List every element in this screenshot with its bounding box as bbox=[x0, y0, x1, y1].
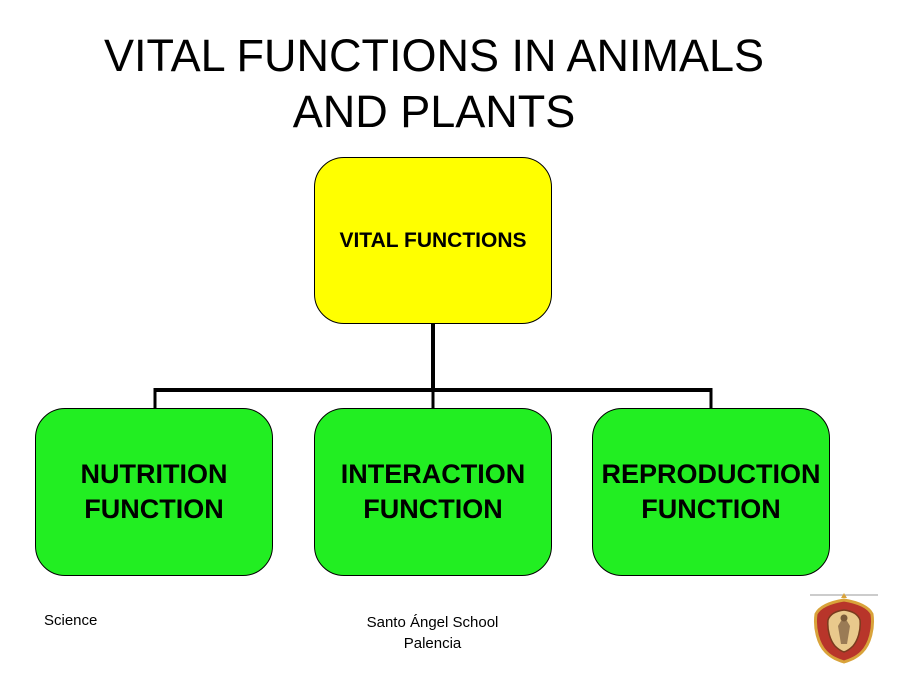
footer-school-name: Santo Ángel School bbox=[366, 614, 499, 631]
footer-subject: Science bbox=[44, 612, 98, 629]
reproduction-label-line-1: REPRODUCTION bbox=[601, 459, 821, 489]
interaction-label-line-2: FUNCTION bbox=[363, 494, 503, 524]
interaction-label-line-1: INTERACTION bbox=[340, 459, 526, 489]
footer-school-city: Palencia bbox=[403, 635, 462, 652]
nutrition-label-line-1: NUTRITION bbox=[80, 459, 228, 489]
slide-title-line-1: VITAL FUNCTIONS IN ANIMALS bbox=[103, 30, 765, 81]
interaction-function-box: INTERACTION FUNCTION bbox=[314, 408, 552, 576]
vital-functions-label: VITAL FUNCTIONS bbox=[339, 228, 527, 252]
slide-title-line-2: AND PLANTS bbox=[292, 86, 576, 137]
reproduction-label-line-2: FUNCTION bbox=[641, 494, 781, 524]
school-crest-icon bbox=[810, 593, 878, 664]
nutrition-function-box: NUTRITION FUNCTION bbox=[35, 408, 273, 576]
slide-title: VITAL FUNCTIONS IN ANIMALS AND PLANTS bbox=[0, 28, 868, 140]
nutrition-label-line-2: FUNCTION bbox=[84, 494, 224, 524]
reproduction-function-box: REPRODUCTION FUNCTION bbox=[592, 408, 830, 576]
vital-functions-box: VITAL FUNCTIONS bbox=[314, 157, 552, 324]
footer-school: Santo Ángel School Palencia bbox=[330, 612, 535, 654]
